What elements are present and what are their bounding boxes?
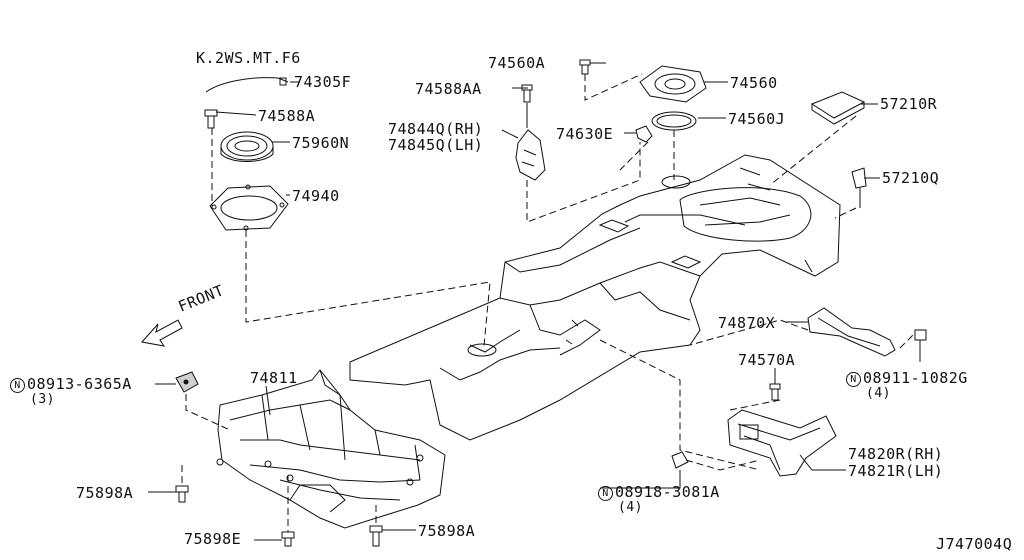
qty-08911: (4) (866, 386, 891, 401)
part-label-74870x: 74870X (718, 314, 776, 332)
drawing-code: J747004Q (936, 535, 1013, 553)
part-label-74588aa: 74588AA (415, 80, 482, 98)
under-cover-74811 (216, 369, 446, 529)
speaker-seal-parts (204, 77, 289, 231)
qty-08913: (3) (30, 392, 55, 407)
nut-symbol-icon: N (10, 378, 25, 393)
part-label-75960n: 75960N (292, 134, 350, 152)
variant-label: K.2WS.MT.F6 (196, 49, 301, 67)
part-label-74560: 74560 (730, 74, 778, 92)
part-label-74560a: 74560A (488, 54, 546, 72)
qty-08918: (4) (618, 500, 643, 515)
part-label-74560j: 74560J (728, 110, 786, 128)
leader-lines (148, 62, 880, 541)
part-label-74811: 74811 (250, 369, 298, 387)
cap-57210r (810, 91, 867, 208)
part-label-57210q: 57210Q (882, 169, 940, 187)
part-label-74570a: 74570A (738, 351, 796, 369)
part-label-74844q: 74844Q(RH) (388, 120, 484, 138)
part-label-74845q: 74845Q(LH) (388, 136, 484, 154)
screws-75898 (175, 485, 383, 547)
part-label-74821r: 74821R(LH) (848, 462, 944, 480)
part-label-74588a: 74588A (258, 107, 316, 125)
part-label-75898a-bottom: 75898A (418, 522, 476, 540)
bracket-74820r (671, 383, 837, 477)
front-arrow-icon (141, 319, 183, 347)
part-label-57210r: 57210R (880, 95, 938, 113)
bracket-74870x (807, 307, 927, 362)
part-label-74820r: 74820R(RH) (848, 445, 944, 463)
part-label-74630e: 74630E (556, 125, 614, 143)
nut-symbol-icon: N (598, 486, 613, 501)
nut-symbol-icon: N (846, 372, 861, 387)
floor-panel (349, 154, 841, 441)
part-label-74305f: 74305F (294, 73, 352, 91)
part-label-75898e: 75898E (184, 530, 242, 548)
nut-08913 (175, 371, 199, 393)
part-label-75898a-left: 75898A (76, 484, 134, 502)
part-label-74940: 74940 (292, 187, 340, 205)
dashed-location-lines (181, 73, 857, 532)
bracket-74844q (515, 84, 546, 181)
